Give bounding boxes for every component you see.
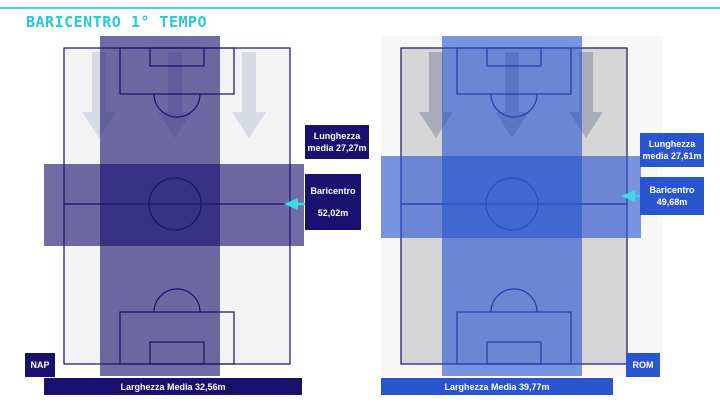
page-title: BARICENTRO 1° TEMPO (26, 13, 208, 31)
larghezza-bar-rom: Larghezza Media 39,77m (381, 378, 613, 395)
pitch-panel-rom (381, 36, 687, 376)
baricentro-value: 49,68m (656, 197, 688, 207)
pitch-rom (381, 36, 687, 376)
team-tag-rom: ROM (626, 353, 660, 377)
lunghezza-box-rom: Lunghezza media 27,61m (640, 133, 704, 167)
length-band (381, 156, 641, 238)
length-band (44, 164, 304, 246)
team-tag-nap: NAP (25, 353, 55, 377)
pitch-nap (44, 36, 350, 376)
baricentro-box-rom: Baricentro 49,68m (640, 177, 704, 215)
baricentro-label: Baricentro (310, 186, 356, 196)
baricentro-box-nap: Baricentro 52,02m (305, 174, 361, 230)
lunghezza-value: media 27,61m (642, 151, 702, 161)
baricentro-value: 52,02m (317, 208, 349, 218)
larghezza-bar-nap: Larghezza Media 32,56m (44, 378, 302, 395)
lunghezza-label: Lunghezza (648, 139, 696, 149)
lunghezza-value: media 27,27m (307, 143, 367, 153)
lunghezza-box-nap: Lunghezza media 27,27m (305, 125, 369, 159)
baricentro-label: Baricentro (649, 185, 695, 195)
arrow-down-icon (232, 52, 266, 138)
lunghezza-label: Lunghezza (313, 131, 361, 141)
pitch-panel-nap (44, 36, 350, 376)
header-accent-line (0, 7, 720, 9)
